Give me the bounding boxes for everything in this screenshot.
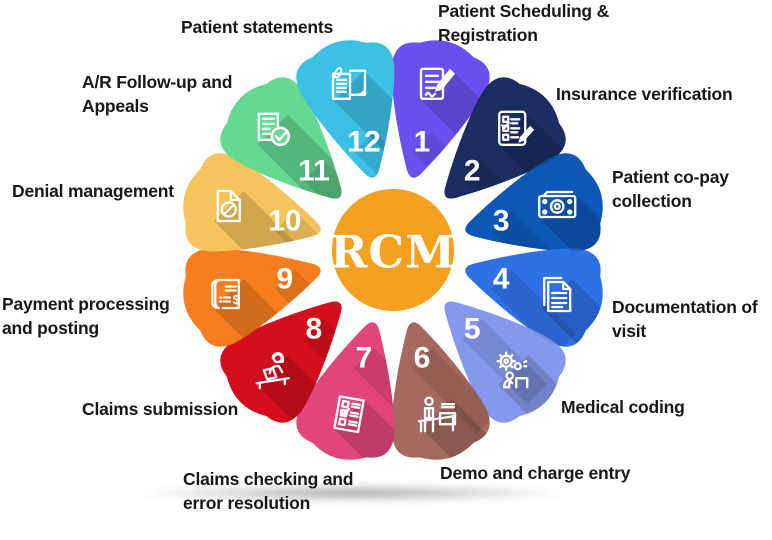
center-label: RCM [330, 226, 456, 279]
segment-label-10: Denial management [12, 181, 174, 201]
petal-number-10: 10 [268, 205, 301, 238]
invoice-dollar-icon: $ [211, 278, 241, 310]
petal-number-6: 6 [414, 342, 431, 375]
petal-number-5: 5 [464, 313, 481, 346]
petal-number-2: 2 [464, 154, 481, 187]
segment-label-7: Claims checking and error resolution [183, 469, 354, 513]
segment-label-5: Medical coding [561, 397, 685, 417]
petal-number-7: 7 [356, 342, 373, 375]
document-denied-icon [216, 189, 241, 223]
number-long-shadow [491, 268, 577, 354]
segment-label-8: Claims submission [82, 399, 239, 419]
document-check-icon [257, 112, 291, 147]
segment-label-2: Insurance verification [556, 84, 733, 104]
number-long-shadow [411, 348, 497, 434]
charge-entry-desk-icon [417, 396, 457, 433]
center-circle [332, 189, 454, 311]
petal-10 [183, 153, 321, 252]
petal-1 [391, 40, 490, 178]
petal-3 [465, 153, 603, 252]
coding-gears-icon [496, 351, 529, 389]
segment-label-9: Payment processing and posting [2, 294, 170, 338]
form-checklist-icon [333, 395, 365, 434]
petal-number-11: 11 [298, 154, 330, 187]
segment-label-6: Demo and charge entry [440, 463, 631, 483]
segment-label-4: Documentation of visit [612, 297, 758, 341]
petal-number-1: 1 [414, 125, 431, 158]
segment-label-11: A/R Follow-up and Appeals [82, 72, 233, 116]
petal-12 [296, 40, 395, 178]
petal-number-8: 8 [305, 313, 322, 346]
document-icon [543, 276, 572, 313]
petal-number-3: 3 [493, 205, 510, 238]
petal-7 [296, 322, 395, 460]
petal-number-4: 4 [493, 262, 510, 295]
agent-laptop-icon [255, 352, 290, 390]
statement-paperclip-icon [331, 67, 367, 100]
petal-6 [391, 322, 490, 460]
segment-label-1: Patient Scheduling & Registration [438, 1, 610, 45]
petal-number-9: 9 [276, 262, 293, 295]
banknote-icon [538, 190, 577, 219]
document-pen-icon [419, 67, 455, 100]
segment-label-3: Patient co-pay collection [612, 167, 729, 211]
segment-label-12: Patient statements [181, 17, 334, 37]
petal-number-12: 12 [347, 125, 380, 158]
svg-text:$: $ [233, 292, 241, 307]
ground-shadow [134, 483, 570, 503]
checklist-pencil-icon [498, 110, 535, 146]
petal-4 [465, 248, 603, 347]
petal-9 [183, 248, 321, 347]
